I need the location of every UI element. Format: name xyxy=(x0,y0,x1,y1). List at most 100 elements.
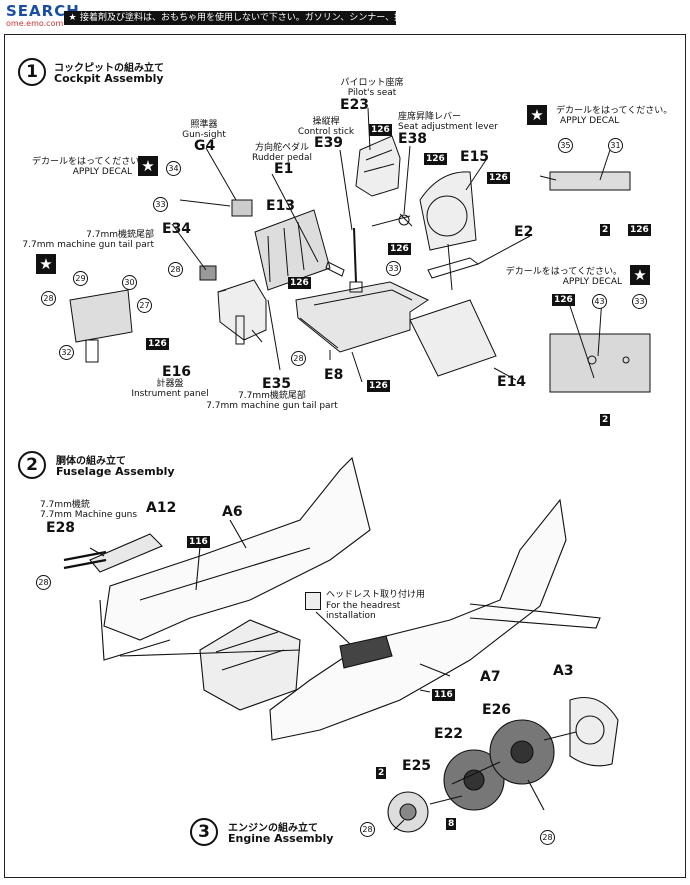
part-a12: A12 xyxy=(146,500,177,516)
seat-lever-label-en: Seat adjustment lever xyxy=(398,122,498,132)
paint-box-126: 126 xyxy=(369,124,392,136)
step-1-title-jp: コックピットの組み立て xyxy=(54,63,164,74)
paint-circle-33b: 33 xyxy=(386,261,401,276)
part-e39: E39 xyxy=(314,135,344,151)
paint-circle-28b: 28 xyxy=(41,291,56,306)
decal-star-icon: ★ xyxy=(138,156,158,176)
paint-box-126: 126 xyxy=(487,172,510,184)
rudder-pedal-label-jp: 方向舵ペダル xyxy=(254,143,310,153)
paint-box-126: 126 xyxy=(146,338,169,350)
paint-circle-28-step2: 28 xyxy=(36,575,51,590)
apply-decal-left-en: APPLY DECAL xyxy=(72,167,132,177)
paint-box-116: 116 xyxy=(187,536,210,548)
machine-guns-label-jp: 7.7mm機銃 xyxy=(40,500,90,510)
paint-circle-34: 34 xyxy=(166,161,181,176)
part-e26: E26 xyxy=(482,702,512,718)
header-notice-text: 接着剤及び塗料は、おもちゃ用を使用しないで下さい。ガソリン、シンナー、接着剤、塗… xyxy=(80,13,396,23)
paint-box-126: 126 xyxy=(552,294,575,306)
paint-circle-28c: 28 xyxy=(291,351,306,366)
step-3-title-en: Engine Assembly xyxy=(228,832,334,845)
part-e13: E13 xyxy=(266,198,296,214)
gun-sight-label-en: Gun-sight xyxy=(182,130,226,140)
paint-box-2: 2 xyxy=(600,224,611,236)
decal-star-icon-right: ★ xyxy=(527,105,547,125)
paint-box-126: 126 xyxy=(388,243,411,255)
part-a3: A3 xyxy=(553,663,574,679)
part-e8: E8 xyxy=(324,367,344,383)
paint-circle-35: 35 xyxy=(558,138,573,153)
decal-star-icon-panel: ★ xyxy=(36,254,56,274)
paint-box-126: 126 xyxy=(424,153,447,165)
part-e2: E2 xyxy=(514,224,534,240)
headrest-label-jp: ヘッドレスト取り付け用 xyxy=(326,590,426,600)
part-e16: E16 xyxy=(162,364,192,380)
apply-decal-right-jp: デカールをはってください。 xyxy=(556,106,673,116)
apply-decal-lower-en: APPLY DECAL xyxy=(562,277,622,287)
step-3-number: 3 xyxy=(190,818,218,846)
paint-box-2-step3: 2 xyxy=(376,767,387,779)
paint-circle-33: 33 xyxy=(153,197,168,212)
instrument-panel-label-en: Instrument panel xyxy=(131,389,209,399)
paint-box-8: 8 xyxy=(446,818,457,830)
step-2-number: 2 xyxy=(18,451,46,479)
pilot-seat-label-en: Pilot's seat xyxy=(347,88,397,98)
step-2-title-en: Fuselage Assembly xyxy=(56,465,175,478)
part-e38: E38 xyxy=(398,131,428,147)
paint-box-126: 126 xyxy=(367,380,390,392)
step-3-title-jp: エンジンの組み立て xyxy=(228,823,318,834)
apply-decal-lower-jp: デカールをはってください。 xyxy=(505,267,622,277)
paint-box-126: 126 xyxy=(628,224,651,236)
paint-circle-33c: 33 xyxy=(632,294,647,309)
paint-circle-28-step3a: 28 xyxy=(360,822,375,837)
header-bar: SEARCH ome.emo.com ★接着剤及び塗料は、おもちゃ用を使用しない… xyxy=(0,0,690,30)
part-e15: E15 xyxy=(460,149,490,165)
part-e14: E14 xyxy=(497,374,527,390)
paint-box-126: 126 xyxy=(288,277,311,289)
watermark-logo: SEARCH xyxy=(6,2,80,20)
part-e28: E28 xyxy=(46,520,76,536)
control-stick-label-jp: 操縦桿 xyxy=(312,117,340,127)
part-e35: E35 xyxy=(262,376,292,392)
decal-star-icon-lower: ★ xyxy=(630,265,650,285)
part-a7: A7 xyxy=(480,669,501,685)
part-e34: E34 xyxy=(162,221,192,237)
part-a6: A6 xyxy=(222,504,243,520)
paint-circle-43: 43 xyxy=(592,294,607,309)
control-stick-label-en: Control stick xyxy=(297,127,355,137)
part-e22: E22 xyxy=(434,726,464,742)
step-2-title-jp: 胴体の組み立て xyxy=(56,456,126,467)
paint-circle-28: 28 xyxy=(168,262,183,277)
e35-label-jp: 7.7mm機銃尾部 xyxy=(238,391,306,401)
seat-lever-label-jp: 座席昇降レバー xyxy=(398,112,462,122)
page-frame xyxy=(4,34,686,878)
e34-label-jp: 7.7mm機銃尾部 xyxy=(86,230,154,240)
paint-circle-27: 27 xyxy=(137,298,152,313)
e34-label-en: 7.7mm machine gun tail part xyxy=(22,240,154,250)
paint-circle-28-step3b: 28 xyxy=(540,830,555,845)
paint-box-2: 2 xyxy=(600,414,611,426)
paint-circle-29: 29 xyxy=(73,271,88,286)
gun-sight-label-jp: 照準器 xyxy=(190,120,218,130)
part-e25: E25 xyxy=(402,758,432,774)
warning-star-icon: ★ xyxy=(68,13,77,23)
step-1-number: 1 xyxy=(18,58,46,86)
pilot-seat-label-jp: パイロット座席 xyxy=(340,78,404,88)
paint-circle-30: 30 xyxy=(122,275,137,290)
part-e1: E1 xyxy=(274,161,294,177)
step-1-title-en: Cockpit Assembly xyxy=(54,72,164,85)
part-g4: G4 xyxy=(194,138,216,154)
paint-circle-32: 32 xyxy=(59,345,74,360)
e35-label-en: 7.7mm machine gun tail part xyxy=(206,401,338,411)
paint-circle-31: 31 xyxy=(608,138,623,153)
headrest-icon xyxy=(305,592,321,610)
machine-guns-label-en: 7.7mm Machine guns xyxy=(40,510,138,520)
headrest-label-en: For the headrest installation xyxy=(326,601,401,621)
instrument-panel-label-jp: 計器盤 xyxy=(156,379,184,389)
watermark-url: ome.emo.com xyxy=(6,19,64,28)
paint-box-116: 116 xyxy=(432,689,455,701)
rudder-pedal-label-en: Rudder pedal xyxy=(251,153,313,163)
apply-decal-left-jp: デカールをはってください。 xyxy=(32,157,149,167)
part-e23: E23 xyxy=(340,97,370,113)
header-notice: ★接着剤及び塗料は、おもちゃ用を使用しないで下さい。ガソリン、シンナー、接着剤、… xyxy=(64,11,396,25)
